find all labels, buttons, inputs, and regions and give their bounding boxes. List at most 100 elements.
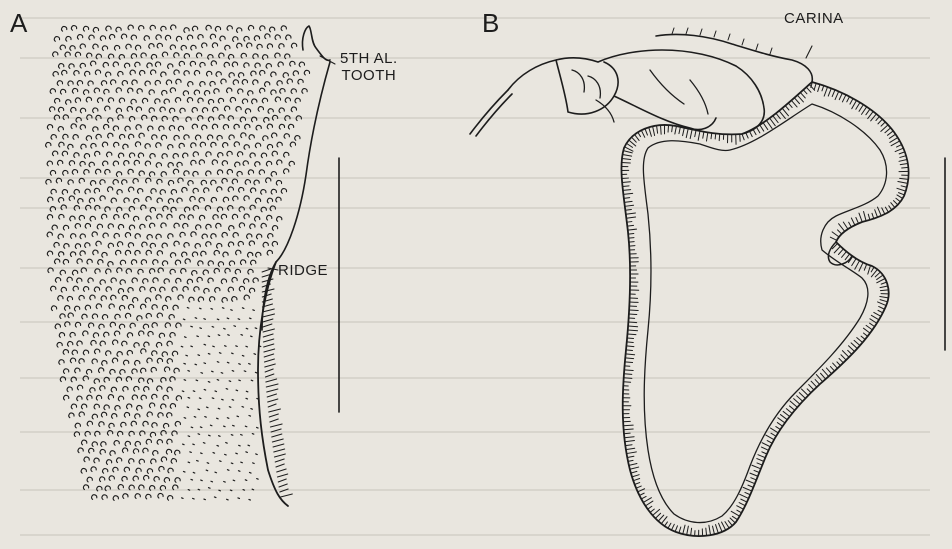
granule-mark bbox=[151, 54, 156, 59]
granule-mark bbox=[137, 316, 142, 321]
granule-mark bbox=[238, 471, 240, 472]
granule-mark bbox=[75, 423, 80, 428]
granule-mark bbox=[291, 107, 296, 112]
granule-mark bbox=[221, 279, 226, 284]
granule-mark bbox=[220, 461, 222, 462]
granule-mark bbox=[48, 197, 53, 202]
granule-mark bbox=[270, 27, 275, 32]
granule-mark bbox=[72, 270, 77, 275]
granule-mark bbox=[80, 251, 85, 256]
granule-mark bbox=[246, 391, 248, 392]
granule-mark bbox=[168, 468, 173, 473]
granule-mark bbox=[191, 160, 196, 165]
rim-hatch-stroke bbox=[624, 374, 632, 375]
granule-mark bbox=[204, 91, 209, 96]
granule-mark bbox=[133, 298, 138, 303]
ridge-hatch-stroke bbox=[269, 414, 278, 417]
granule-mark bbox=[208, 278, 213, 283]
granule-mark bbox=[90, 216, 95, 221]
granule-mark bbox=[197, 336, 199, 337]
ridge-hatch-stroke bbox=[264, 349, 275, 352]
granule-mark bbox=[116, 108, 121, 113]
granule-mark bbox=[79, 178, 84, 183]
granule-mark bbox=[57, 81, 62, 86]
rim-hatch-stroke bbox=[841, 355, 846, 360]
granule-mark bbox=[135, 494, 140, 499]
granule-mark bbox=[201, 453, 203, 454]
rim-hatch-stroke bbox=[632, 137, 637, 142]
granule-mark bbox=[135, 442, 140, 447]
granule-mark bbox=[157, 43, 162, 48]
granule-mark bbox=[130, 70, 135, 75]
granule-mark bbox=[173, 169, 178, 174]
granule-mark bbox=[129, 485, 134, 490]
rim-hatch-stroke bbox=[899, 193, 905, 195]
granule-mark bbox=[150, 486, 155, 491]
granule-mark bbox=[264, 118, 269, 123]
rim-hatch-stroke bbox=[809, 385, 814, 390]
granule-mark bbox=[225, 346, 227, 347]
granule-mark bbox=[72, 170, 77, 175]
granule-mark bbox=[204, 363, 206, 364]
ridge-hatch-stroke bbox=[265, 364, 276, 367]
granule-mark bbox=[204, 188, 209, 193]
granule-mark bbox=[161, 135, 166, 140]
rim-hatch-stroke bbox=[626, 448, 635, 449]
granule-mark bbox=[283, 73, 288, 78]
granule-mark bbox=[272, 226, 277, 231]
granule-mark bbox=[228, 335, 230, 336]
granule-mark bbox=[192, 26, 197, 31]
granule-mark bbox=[248, 170, 253, 175]
rim-hatch-stroke bbox=[624, 437, 634, 438]
granule-mark bbox=[271, 90, 276, 95]
ridge-hatch-stroke bbox=[263, 334, 273, 337]
granule-mark bbox=[121, 34, 126, 39]
granule-mark bbox=[105, 207, 110, 212]
rim-hatch-stroke bbox=[649, 127, 652, 136]
granule-mark bbox=[217, 187, 222, 192]
granule-mark bbox=[103, 233, 108, 238]
granule-mark bbox=[89, 198, 94, 203]
granule-mark bbox=[106, 269, 111, 274]
rim-hatch-stroke bbox=[624, 433, 630, 434]
granule-mark bbox=[114, 441, 119, 446]
granule-mark bbox=[218, 408, 220, 409]
carina-leader-line bbox=[806, 46, 812, 58]
granule-mark bbox=[166, 80, 171, 85]
granule-mark bbox=[172, 351, 177, 356]
granule-mark bbox=[235, 269, 240, 274]
rim-hatch-stroke bbox=[887, 131, 893, 135]
granule-mark bbox=[215, 472, 217, 473]
rim-hatch-stroke bbox=[635, 135, 639, 141]
granule-mark bbox=[224, 481, 226, 482]
granule-mark bbox=[123, 494, 128, 499]
granule-mark bbox=[248, 91, 253, 96]
rim-hatch-stroke bbox=[889, 206, 892, 210]
rim-hatch-stroke bbox=[782, 108, 788, 116]
granule-mark bbox=[203, 270, 208, 275]
granule-mark bbox=[96, 304, 101, 309]
granule-mark bbox=[70, 358, 75, 363]
granule-mark bbox=[208, 382, 210, 383]
granule-mark bbox=[114, 215, 119, 220]
granule-mark bbox=[210, 297, 215, 302]
granule-mark bbox=[239, 445, 241, 446]
granule-mark bbox=[82, 314, 87, 319]
granule-mark bbox=[139, 378, 144, 383]
granule-mark bbox=[225, 45, 230, 50]
granule-mark bbox=[129, 431, 134, 436]
granule-mark bbox=[157, 386, 162, 391]
granule-mark bbox=[108, 395, 113, 400]
granule-mark bbox=[131, 260, 136, 265]
granule-mark bbox=[131, 99, 136, 104]
ridge-hatch-stroke bbox=[276, 464, 284, 467]
granule-mark bbox=[166, 449, 171, 454]
rim-hatch-stroke bbox=[806, 87, 811, 92]
rim-hatch-stroke bbox=[624, 198, 630, 199]
rim-hatch-stroke bbox=[900, 163, 908, 164]
granule-mark bbox=[243, 490, 245, 491]
granule-mark bbox=[242, 308, 244, 309]
granule-mark bbox=[170, 269, 175, 274]
tooth-label-line-1: 5TH AL. bbox=[340, 50, 398, 67]
rim-hatch-stroke bbox=[625, 445, 632, 446]
